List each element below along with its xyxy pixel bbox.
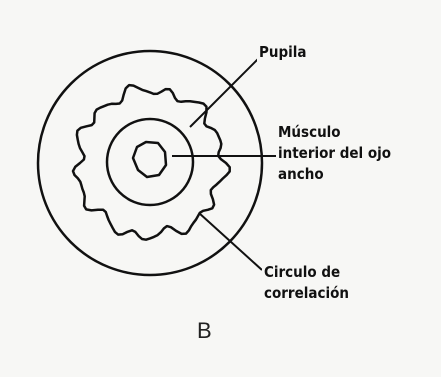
label-circulo-line-2: correlación	[264, 284, 349, 302]
outer-circle	[36, 49, 264, 277]
wavy-correlation-circle	[71, 83, 231, 241]
pupil-shape	[131, 140, 168, 179]
pupila-leader-line	[189, 54, 263, 128]
figure-letter: B	[197, 318, 212, 343]
label-pupila: Pupila	[257, 42, 309, 63]
label-musculo: Músculo interior del ojo ancho	[276, 122, 394, 185]
label-musculo-line-3: ancho	[278, 165, 324, 183]
label-musculo-line-2: interior del ojo	[278, 144, 392, 162]
circulo-leader-line	[198, 212, 263, 271]
label-musculo-line-1: Músculo	[278, 123, 341, 141]
inner-circle	[105, 117, 195, 207]
label-circulo-line-1: Circulo de	[264, 263, 341, 281]
label-circulo: Circulo de correlación	[262, 262, 351, 304]
label-pupila-text: Pupila	[259, 43, 307, 61]
